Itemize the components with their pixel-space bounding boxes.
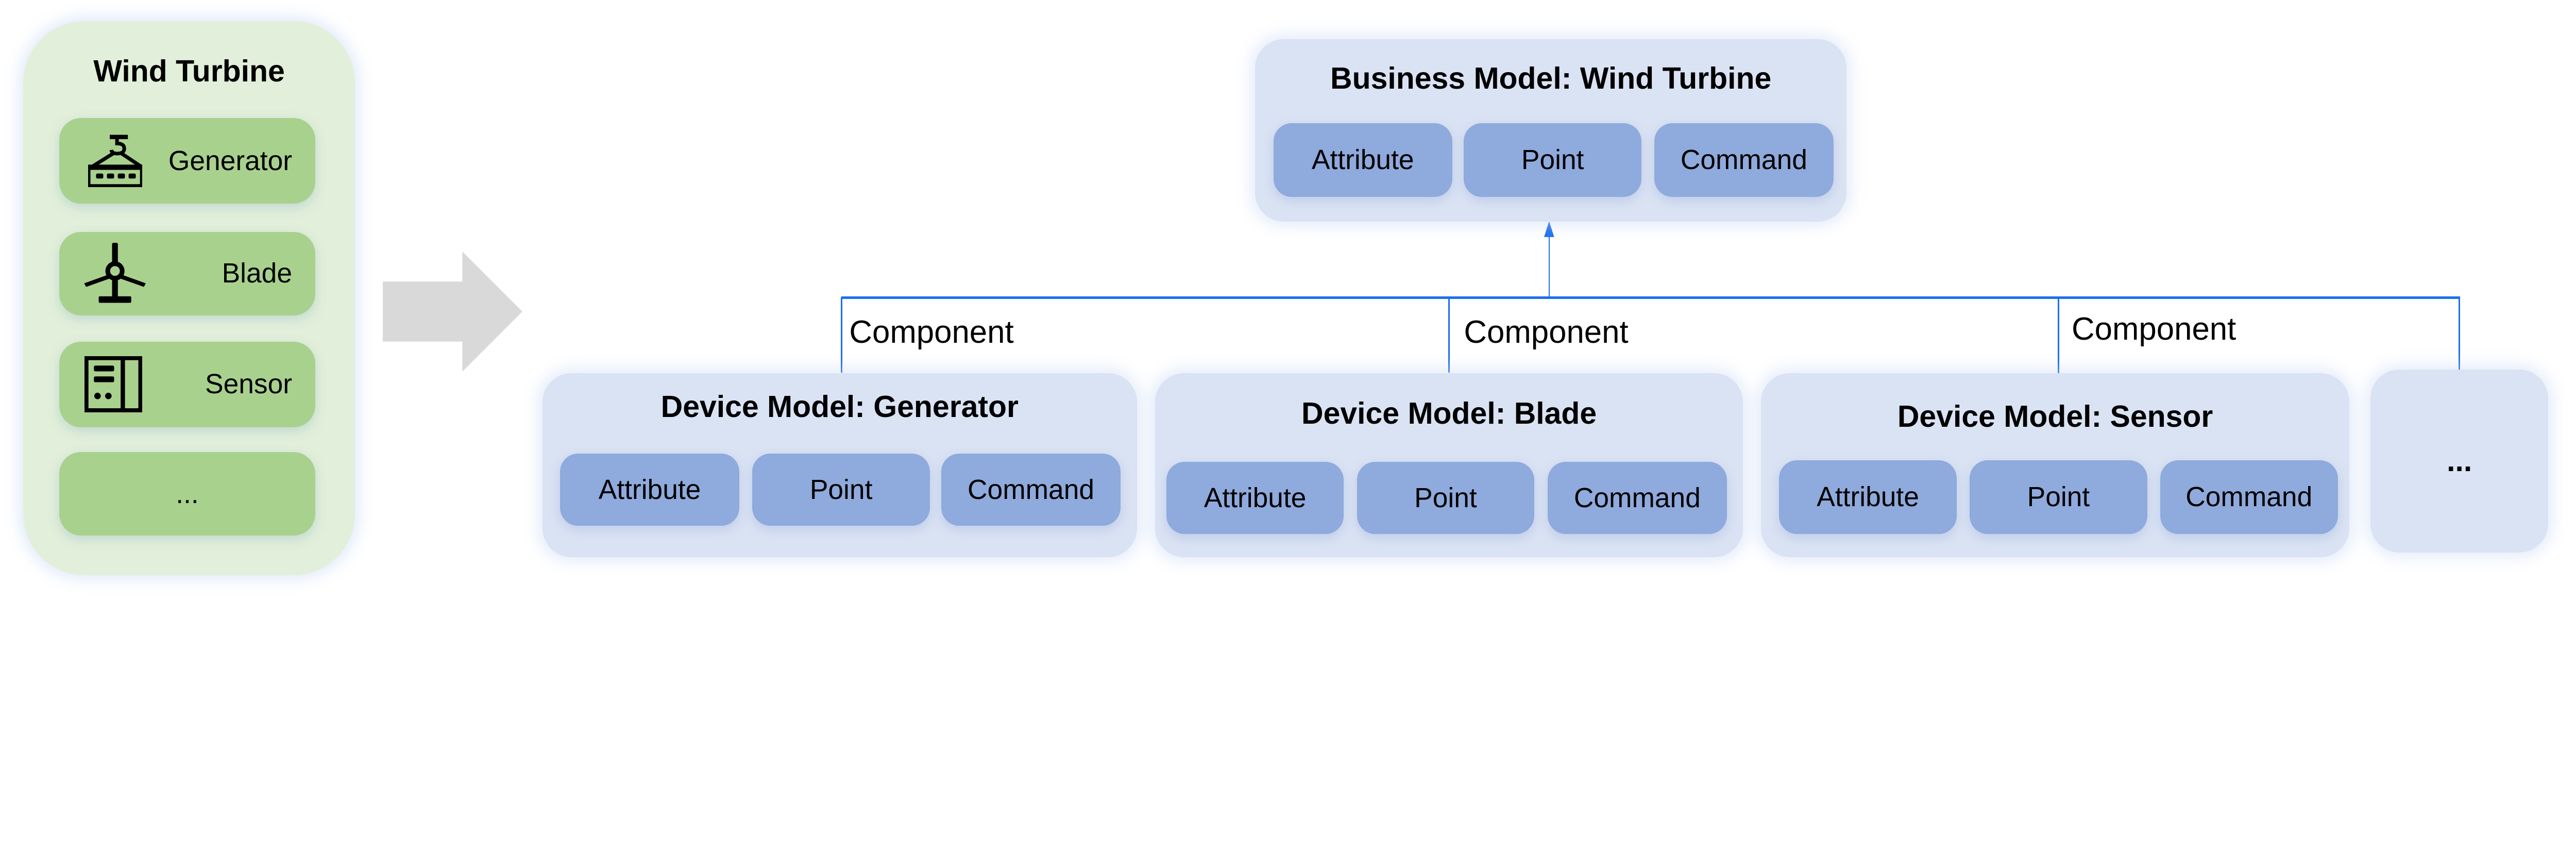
component-item-blade: Blade — [59, 231, 315, 315]
diagram-canvas: Wind Turbine Generator Blade Sensor ... … — [23, 21, 2548, 575]
point-block: Point — [752, 454, 930, 526]
attribute-block: Attribute — [1779, 460, 1957, 535]
command-block: Command — [2160, 460, 2338, 535]
device-model-title: Device Model: Blade — [1301, 397, 1597, 431]
connector-line — [2058, 297, 2060, 374]
business-model-title: Business Model: Wind Turbine — [1330, 62, 1772, 96]
point-block: Point — [1970, 460, 2147, 535]
device-model-title: Device Model: Sensor — [1897, 400, 2213, 434]
generator-icon — [88, 135, 143, 187]
panel-title: Wind Turbine — [93, 55, 285, 89]
component-item-more: ... — [59, 452, 315, 536]
item-label: ... — [176, 478, 199, 509]
connector-line — [2458, 297, 2460, 370]
sensor-panel-icon — [84, 356, 143, 412]
connector-line — [841, 296, 2460, 299]
attribute-block: Attribute — [1273, 123, 1452, 197]
device-model-title: Device Model: Generator — [660, 390, 1019, 424]
point-block: Point — [1464, 123, 1641, 197]
command-block: Command — [1548, 462, 1727, 535]
component-item-generator: Generator — [59, 118, 315, 204]
connector-line — [1448, 297, 1450, 373]
component-label: Component — [849, 314, 1014, 350]
more-models-box: ... — [2370, 370, 2548, 553]
item-label: Sensor — [205, 369, 292, 400]
command-block: Command — [1654, 123, 1834, 197]
more-label: ... — [2447, 444, 2472, 478]
connector-line — [841, 297, 843, 373]
arrowhead-up-icon — [1544, 221, 1554, 238]
point-block: Point — [1357, 462, 1535, 535]
connector-line — [1548, 235, 1550, 298]
component-label: Component — [1464, 314, 1629, 350]
wind-turbine-blade-icon — [84, 242, 146, 303]
attribute-block: Attribute — [560, 454, 740, 526]
attribute-block: Attribute — [1166, 462, 1344, 535]
component-item-sensor: Sensor — [59, 342, 315, 427]
command-block: Command — [941, 454, 1121, 526]
component-label: Component — [2072, 311, 2236, 347]
item-label: Generator — [168, 145, 292, 176]
right-arrow-icon — [383, 251, 523, 372]
item-label: Blade — [222, 258, 292, 289]
